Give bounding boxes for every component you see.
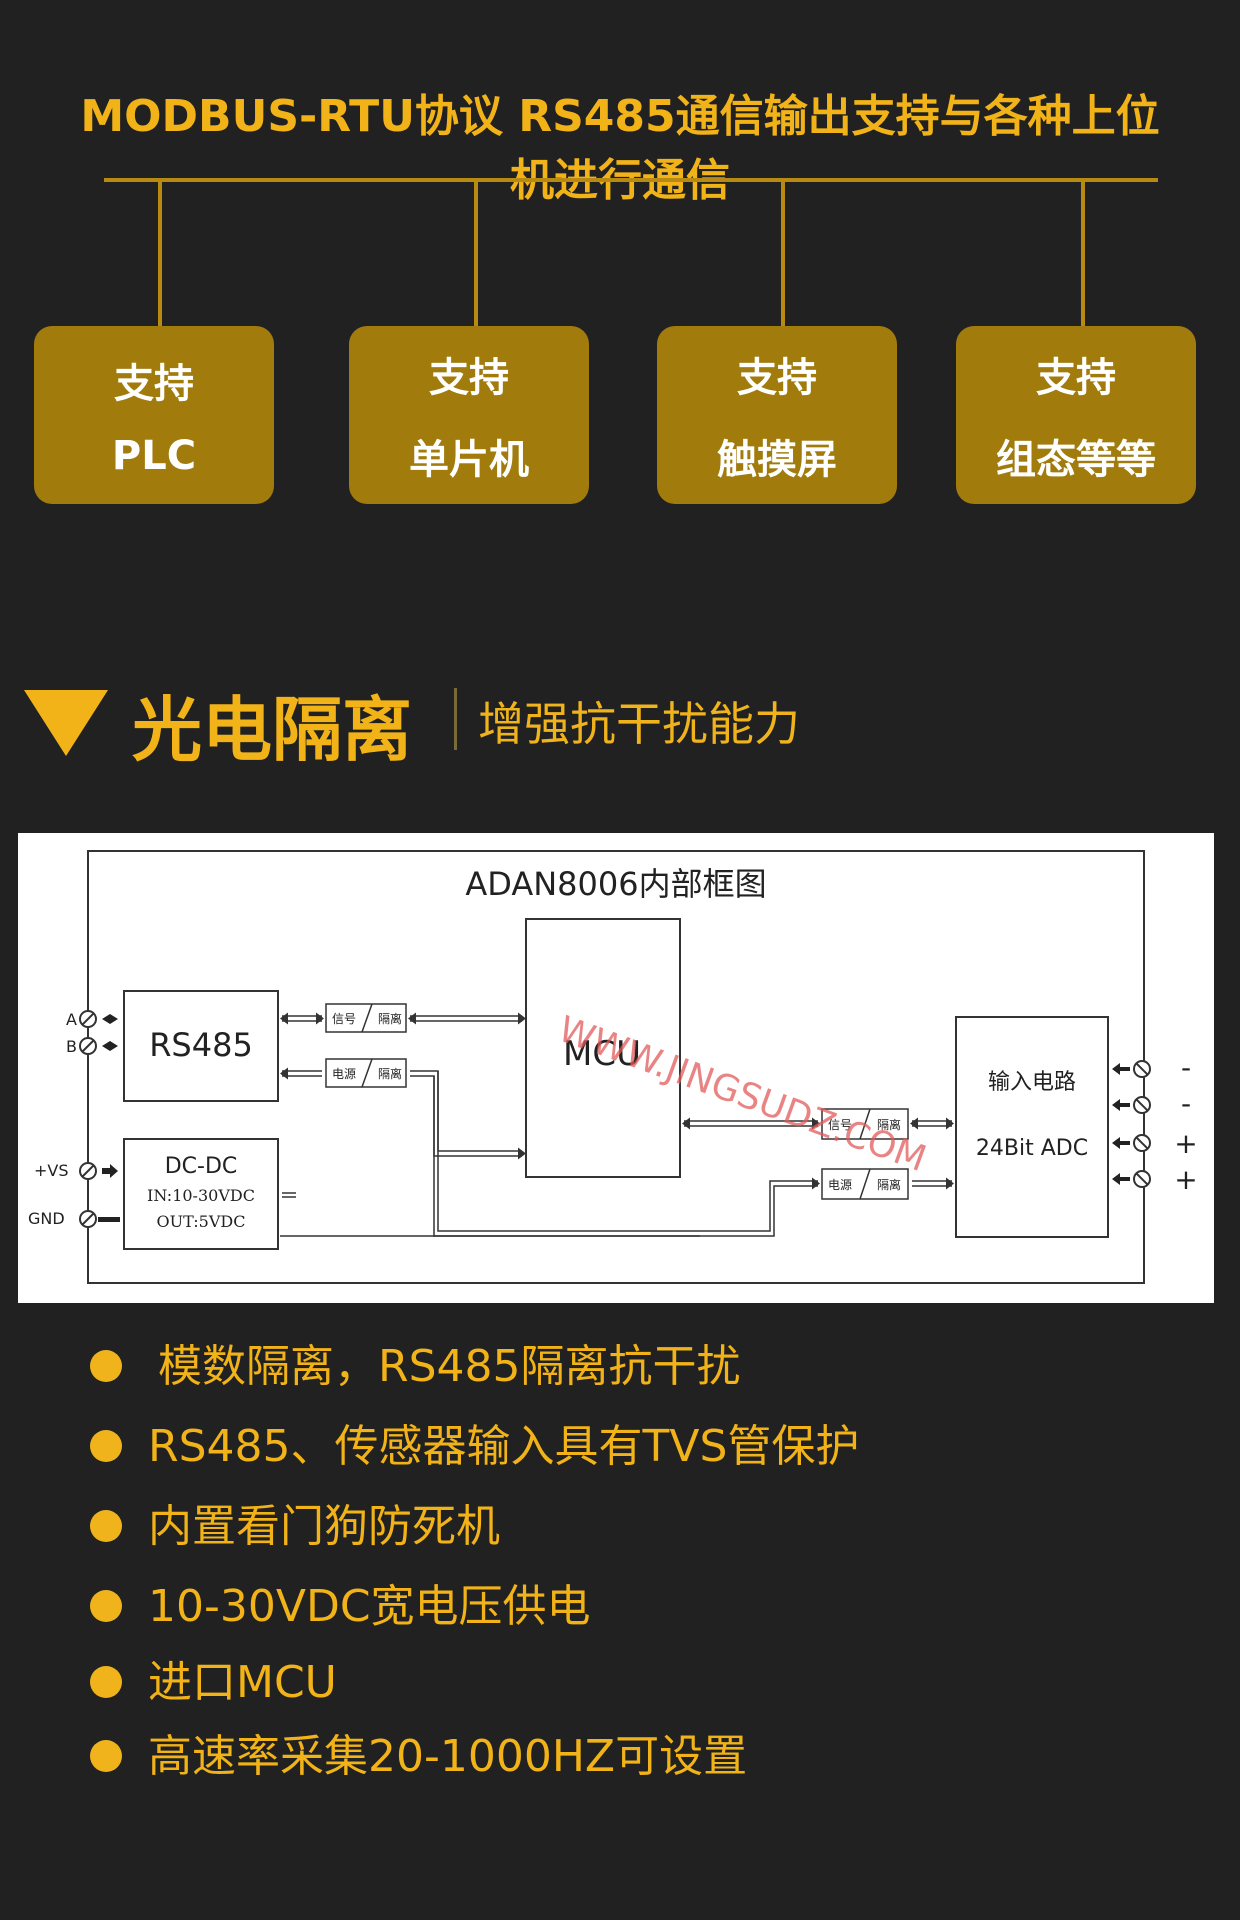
bullet-dot-icon xyxy=(90,1590,122,1622)
feature-text: 模数隔离，RS485隔离抗干扰 xyxy=(158,1341,741,1392)
headline: MODBUS-RTU协议 RS485通信输出支持与各种上位机进行通信 xyxy=(80,91,1160,206)
bullet-dot-icon xyxy=(90,1430,122,1462)
isolator-power-left-a: 电源 xyxy=(332,1067,356,1081)
support-plc-line1: 支持 xyxy=(114,361,194,407)
support-plc-box: 支持 PLC xyxy=(34,326,274,504)
dcdc-block xyxy=(123,1138,279,1250)
feature-text: 高速率采集20-1000HZ可设置 xyxy=(148,1731,748,1782)
isolator-power-left-b: 隔离 xyxy=(378,1066,402,1081)
bullet-dot-icon xyxy=(90,1510,122,1542)
dcdc-label-1: DC-DC xyxy=(165,1154,238,1179)
isolator-signal-right-a: 信号 xyxy=(828,1118,852,1132)
support-touchscreen-line2: 触摸屏 xyxy=(717,437,837,483)
dcdc-label-3: OUT:5VDC xyxy=(157,1212,246,1231)
terminal-label-vs: +VS xyxy=(34,1161,69,1180)
diagram-title: ADAN8006内部框图 xyxy=(465,865,766,903)
bullet-dot-icon xyxy=(90,1350,122,1382)
section-subtitle: 增强抗干扰能力 xyxy=(478,697,800,751)
support-touchscreen-line1: 支持 xyxy=(737,355,817,401)
isolator-signal-left xyxy=(325,1003,407,1033)
support-mcu-line2: 单片机 xyxy=(409,437,529,483)
input-circuit-label: 输入电路 xyxy=(988,1070,1076,1095)
support-scada-box: 支持 组态等等 xyxy=(956,326,1196,504)
support-touchscreen-box: 支持 触摸屏 xyxy=(657,326,897,504)
terminal-label-gnd: GND xyxy=(28,1209,65,1228)
isolator-signal-left-a: 信号 xyxy=(332,1012,356,1026)
feature-text: 10-30VDC宽电压供电 xyxy=(148,1581,591,1632)
feature-text: 进口MCU xyxy=(148,1657,337,1708)
section-title: 光电隔离 xyxy=(132,689,412,771)
connector-branch-2 xyxy=(474,178,478,328)
support-scada-line2: 组态等等 xyxy=(996,437,1156,483)
connector-branch-3 xyxy=(781,178,785,328)
dcdc-label-2: IN:10-30VDC xyxy=(147,1186,255,1205)
isolator-signal-left-b: 隔离 xyxy=(378,1011,402,1026)
bullet-dot-icon xyxy=(90,1666,122,1698)
rs485-block xyxy=(123,990,279,1102)
isolator-power-right-a: 电源 xyxy=(828,1178,852,1192)
support-plc-line2: PLC xyxy=(111,433,197,479)
support-mcu-line1: 支持 xyxy=(429,355,509,401)
connector-branch-1 xyxy=(158,178,162,328)
feature-text: 内置看门狗防死机 xyxy=(148,1501,500,1552)
support-mcu-box: 支持 单片机 xyxy=(349,326,589,504)
feature-text: RS485、传感器输入具有TVS管保护 xyxy=(148,1421,860,1472)
terminal-label-a: A xyxy=(66,1010,77,1029)
terminal-r4-label: + xyxy=(1174,1163,1197,1196)
terminal-label-b: B xyxy=(66,1037,77,1056)
mcu-label: MCU xyxy=(563,1034,641,1074)
isolator-power-right-b: 隔离 xyxy=(877,1177,901,1192)
section-divider xyxy=(454,688,457,750)
isolator-power-left xyxy=(325,1058,407,1088)
rs485-label: RS485 xyxy=(149,1026,253,1064)
terminal-r3-label: + xyxy=(1174,1127,1197,1160)
isolator-signal-right-b: 隔离 xyxy=(877,1117,901,1132)
connector-branch-4 xyxy=(1081,178,1085,328)
support-scada-line1: 支持 xyxy=(1036,355,1116,401)
block-diagram: ADAN8006内部框图 A B +VS GND RS485 DC-DC IN:… xyxy=(18,833,1214,1303)
input-circuit-block xyxy=(955,1016,1109,1238)
mcu-block xyxy=(525,918,681,1178)
terminal-r1-label: - xyxy=(1181,1051,1191,1084)
adc-label: 24Bit ADC xyxy=(976,1136,1088,1161)
bullet-dot-icon xyxy=(90,1740,122,1772)
connector-horizontal xyxy=(104,178,1158,182)
triangle-down-icon xyxy=(24,690,108,756)
terminal-r2-label: - xyxy=(1181,1087,1191,1120)
